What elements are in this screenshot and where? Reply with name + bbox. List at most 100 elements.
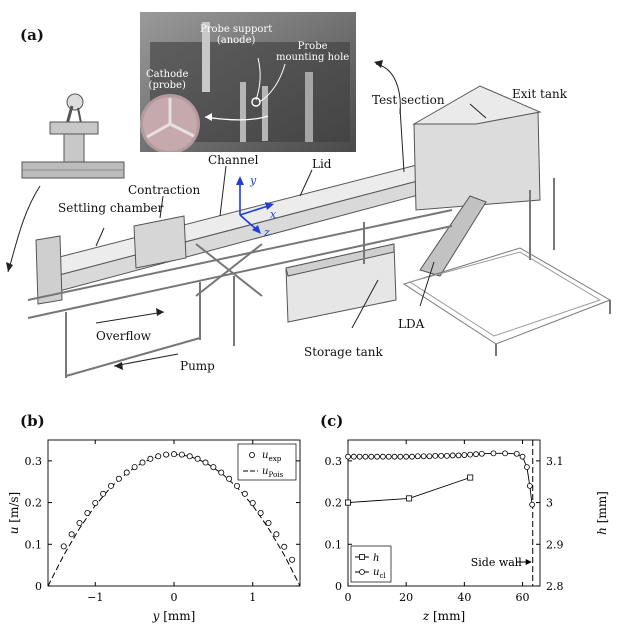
y-tick-label-left: 0.1 <box>325 538 343 551</box>
data-point-u-exp <box>76 520 83 527</box>
lda-label: LDA <box>398 317 425 331</box>
data-point-h <box>406 495 413 502</box>
overflow-label: Overflow <box>96 329 151 343</box>
y-tick-label-right: 3 <box>546 497 553 510</box>
data-point-u-exp <box>289 556 296 563</box>
data-point-u-cl <box>380 453 386 460</box>
data-point-u-exp <box>155 453 162 460</box>
data-point-u-cl <box>455 452 462 459</box>
y-tick-label-right: 3.1 <box>546 455 564 468</box>
legend-label-u-exp: uexp <box>262 450 282 463</box>
legend-label-h: h <box>373 553 379 564</box>
y-tick-label-right: 2.8 <box>546 580 564 593</box>
y-tick-label-right: 2.9 <box>546 538 564 551</box>
pump-label: Pump <box>180 359 215 373</box>
side-wall-annotation: Side wall <box>471 556 523 569</box>
x-tick-label: 20 <box>399 591 413 604</box>
probe-photo-drawing <box>140 12 356 152</box>
x-tick-label: 0 <box>171 591 178 604</box>
data-point-u-exp <box>273 531 280 538</box>
y-axis-label-right: h [mm] <box>595 491 609 535</box>
plot-frame <box>347 439 541 587</box>
x-axis-label: z [mm] <box>422 609 465 623</box>
data-point-u-cl <box>420 453 427 460</box>
data-point-u-cl <box>432 452 439 459</box>
data-point-u-cl <box>513 450 520 457</box>
probe-support-label: Probe support (anode) <box>200 24 273 46</box>
data-point-u-cl <box>467 451 474 458</box>
series-u-cl-line <box>348 452 533 505</box>
legend-label-u-pois: uPois <box>262 466 284 479</box>
data-point-u-cl <box>490 450 497 457</box>
x-tick-label: 60 <box>516 591 530 604</box>
data-point-u-cl <box>519 453 526 460</box>
data-point-u-cl <box>356 453 363 460</box>
contraction-label: Contraction <box>128 183 201 197</box>
data-point-u-exp <box>131 464 138 471</box>
channel-label: Channel <box>208 153 259 167</box>
lid-label: Lid <box>312 157 332 171</box>
facility-schematic: y x z <box>6 60 612 378</box>
data-point-u-cl <box>478 450 485 457</box>
data-point-u-exp <box>92 499 99 506</box>
data-point-u-cl <box>374 453 380 460</box>
data-point-u-cl <box>403 453 410 460</box>
settling-chamber-label: Settling chamber <box>58 201 164 215</box>
data-point-u-cl <box>426 453 433 460</box>
data-point-u-exp <box>68 531 75 538</box>
legend-b: uexp uPois <box>237 443 297 481</box>
data-point-u-cl <box>473 451 479 458</box>
data-point-u-exp <box>265 520 272 527</box>
data-point-u-exp <box>147 455 154 462</box>
x-tick-label: 0 <box>345 591 352 604</box>
panel-b-label: (b) <box>20 412 45 430</box>
side-wall-arrowhead <box>525 559 532 565</box>
data-point-u-exp <box>123 469 130 476</box>
x-tick-label: 40 <box>457 591 471 604</box>
data-point-u-exp <box>108 482 115 489</box>
coordinate-axes <box>236 176 274 234</box>
data-point-u-cl <box>362 453 369 460</box>
y-tick-label: 0.3 <box>25 455 43 468</box>
legend-c: h ucl <box>350 545 392 583</box>
data-point-u-cl <box>368 453 375 460</box>
data-point-u-cl <box>345 453 351 460</box>
data-point-u-cl <box>414 453 421 460</box>
data-point-u-cl <box>438 452 444 459</box>
data-point-u-exp <box>226 475 233 482</box>
data-point-u-exp <box>100 490 107 497</box>
y-tick-label: 0.2 <box>25 497 43 510</box>
panel-c-label: (c) <box>320 412 344 430</box>
legend-box <box>237 443 297 481</box>
data-point-u-cl <box>385 453 392 460</box>
y-tick-label-left: 0 <box>335 580 342 593</box>
legend-marker-u-cl <box>359 569 365 575</box>
storage-tank-label: Storage tank <box>304 345 383 359</box>
legend-box <box>350 545 392 583</box>
x-axis-label: y [mm] <box>152 609 196 623</box>
data-point-u-exp <box>249 499 256 506</box>
data-point-u-cl <box>449 452 456 459</box>
data-point-u-cl <box>409 453 415 460</box>
data-point-u-exp <box>202 459 209 466</box>
legend-marker-u-exp <box>248 452 255 459</box>
data-point-h <box>345 499 352 506</box>
y-axis-label: u [m/s] <box>7 492 21 535</box>
data-point-u-exp <box>115 475 122 482</box>
x-tick-label: −1 <box>87 591 103 604</box>
data-point-u-exp <box>186 453 193 460</box>
axis-y-label: y <box>249 174 257 187</box>
axis-z-label: z <box>263 226 270 239</box>
data-point-u-exp <box>233 482 240 489</box>
data-point-u-exp <box>170 451 177 458</box>
test-section-label: Test section <box>372 93 445 107</box>
legend-marker-h <box>359 554 365 560</box>
data-point-u-exp <box>139 459 146 466</box>
data-point-u-exp <box>218 469 225 476</box>
exit-tank-label: Exit tank <box>512 87 567 101</box>
legend-label-u-cl: ucl <box>373 567 386 580</box>
data-point-u-exp <box>194 455 201 462</box>
y-tick-label: 0.1 <box>25 538 43 551</box>
data-point-u-exp <box>84 510 91 517</box>
